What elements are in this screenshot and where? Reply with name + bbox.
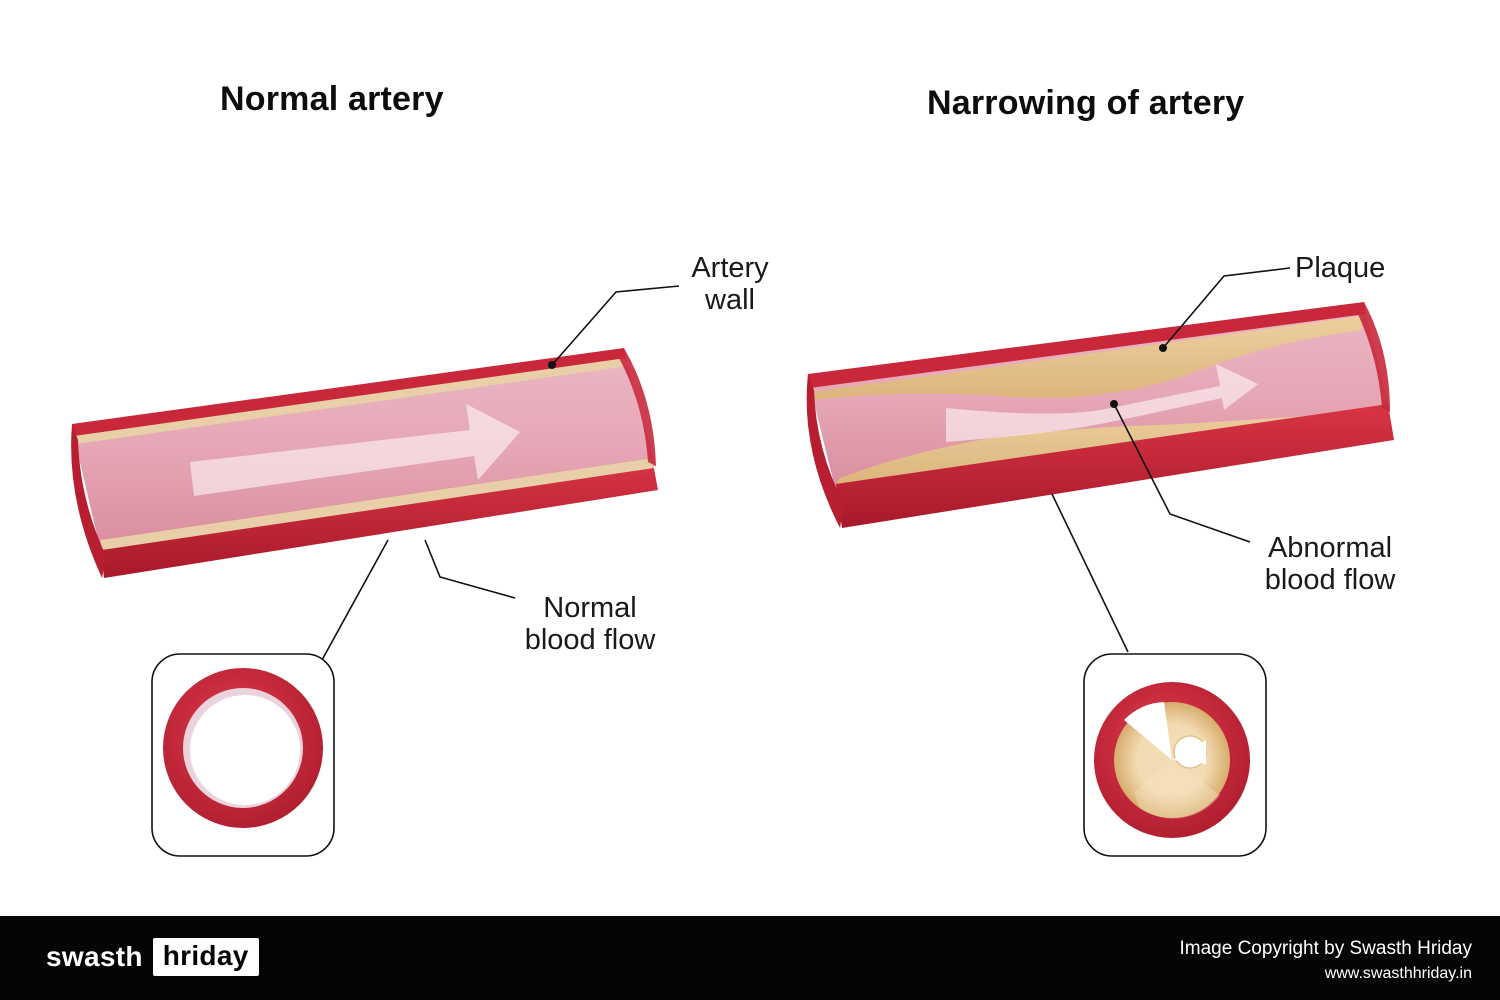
normal-flow-label-line1: Normal — [543, 592, 637, 624]
brand-word-swasth: swasth — [46, 941, 143, 972]
artery-wall-label: Artery wall — [680, 252, 780, 316]
abnormal-flow-pointer-dot — [1110, 400, 1118, 408]
normal-artery — [71, 348, 658, 578]
artery-wall-label-line1: Artery — [691, 252, 769, 284]
copyright-block: Image Copyright by Swasth Hriday www.swa… — [1179, 936, 1472, 986]
narrowed-artery — [806, 302, 1394, 528]
brand-logo: swasth hriday — [46, 938, 259, 976]
plaque-pointer-dot — [1159, 344, 1167, 352]
normal-artery-top-rim — [72, 348, 626, 438]
narrowed-artery-front-wall — [836, 404, 1394, 528]
narrowed-cross-section — [1083, 653, 1267, 857]
footer-bar: swasth hriday Image Copyright by Swasth … — [0, 916, 1500, 1000]
narrowing-artery-heading: Narrowing of artery — [927, 84, 1245, 122]
plaque-label: Plaque — [1295, 252, 1386, 284]
website-url: www.swasthhriday.in — [1324, 965, 1472, 982]
normal-blood-flow-label: Normal blood flow — [505, 592, 675, 656]
normal-flow-label-line2: blood flow — [524, 624, 656, 656]
normal-cross-section — [151, 653, 335, 857]
artery-wall-label-line2: wall — [705, 284, 755, 316]
normal-flow-arrow — [190, 404, 520, 496]
abnormal-flow-label-line1: Abnormal — [1267, 532, 1393, 564]
artery-diagram — [71, 267, 1394, 857]
artery-wall-pointer-dot — [548, 361, 556, 369]
leader-lines — [321, 267, 1291, 661]
copyright-text: Image Copyright by Swasth Hriday — [1179, 938, 1472, 959]
brand-word-hriday: hriday — [152, 938, 259, 976]
normal-artery-heading: Normal artery — [220, 80, 444, 118]
plaque-top — [812, 316, 1362, 400]
abnormal-flow-label-line2: blood flow — [1264, 564, 1396, 596]
abnormal-flow-arrow — [946, 364, 1258, 442]
abnormal-blood-flow-label: Abnormal blood flow — [1240, 532, 1420, 596]
